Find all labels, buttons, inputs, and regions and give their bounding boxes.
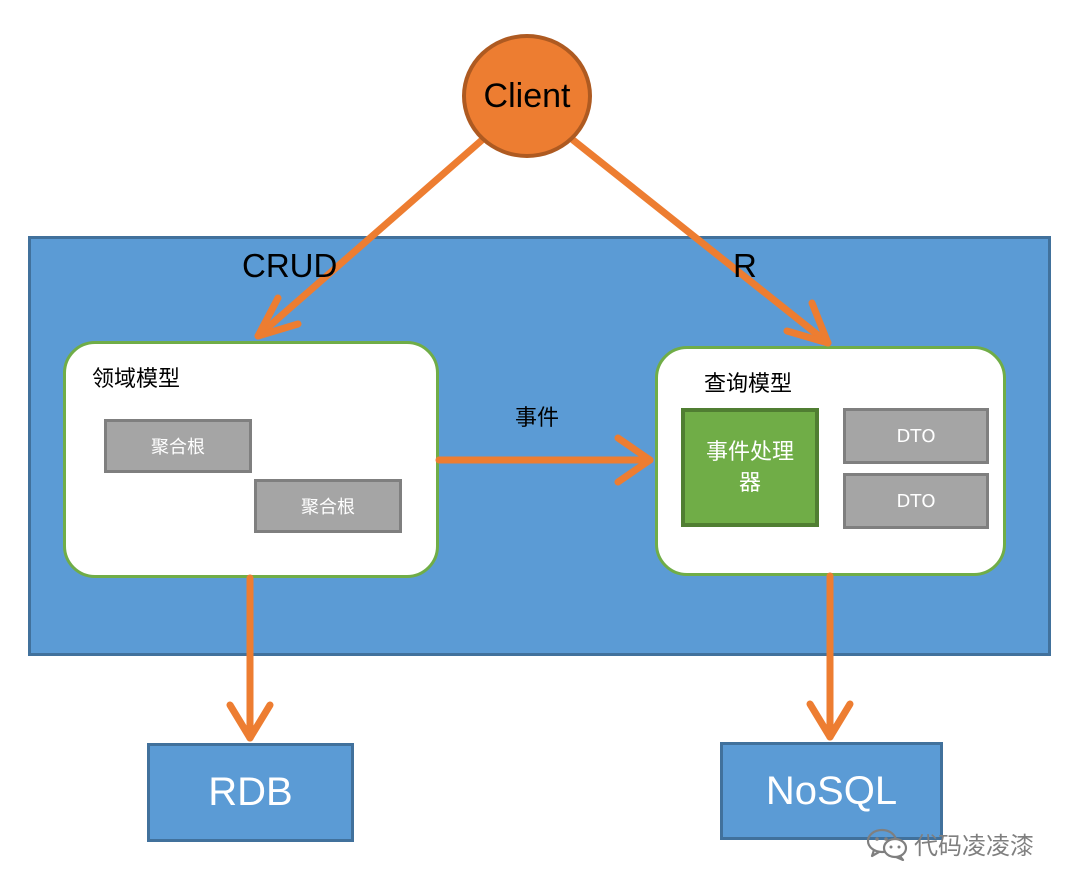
nosql-store: NoSQL	[720, 742, 943, 840]
aggregate-root-label: 聚合根	[151, 437, 205, 458]
client-to-query-arrow	[569, 136, 832, 347]
event-arrow	[435, 434, 654, 486]
event-handler-box: 事件处理器	[681, 408, 819, 527]
read-label: R	[733, 247, 757, 284]
wechat-icon	[866, 828, 908, 861]
dto-label: DTO	[896, 490, 936, 512]
client-to-domain-arrow	[254, 136, 486, 340]
rdb-label: RDB	[208, 770, 293, 814]
domain-to-rdb-arrow	[226, 574, 274, 742]
dto-box: DTO	[843, 473, 989, 529]
domain-model-title: 领域模型	[92, 367, 181, 392]
aggregate-root-box: 聚合根	[254, 479, 402, 533]
watermark-text: 代码凌凌漆	[914, 832, 1034, 860]
dto-label: DTO	[896, 425, 936, 447]
nosql-label: NoSQL	[765, 768, 898, 813]
aggregate-root-label: 聚合根	[301, 497, 355, 518]
client-node: Client	[462, 34, 592, 158]
event-handler-label: 事件处理器	[705, 439, 794, 496]
aggregate-root-box: 聚合根	[104, 419, 252, 473]
rdb-store: RDB	[147, 743, 354, 842]
watermark: 代码凌凌漆	[866, 826, 1034, 861]
event-label: 事件	[515, 406, 560, 431]
query-to-nosql-arrow	[806, 572, 854, 741]
crud-label: CRUD	[242, 247, 338, 284]
query-model-title: 查询模型	[704, 372, 793, 397]
dto-box: DTO	[843, 408, 989, 464]
client-label: Client	[483, 76, 571, 115]
